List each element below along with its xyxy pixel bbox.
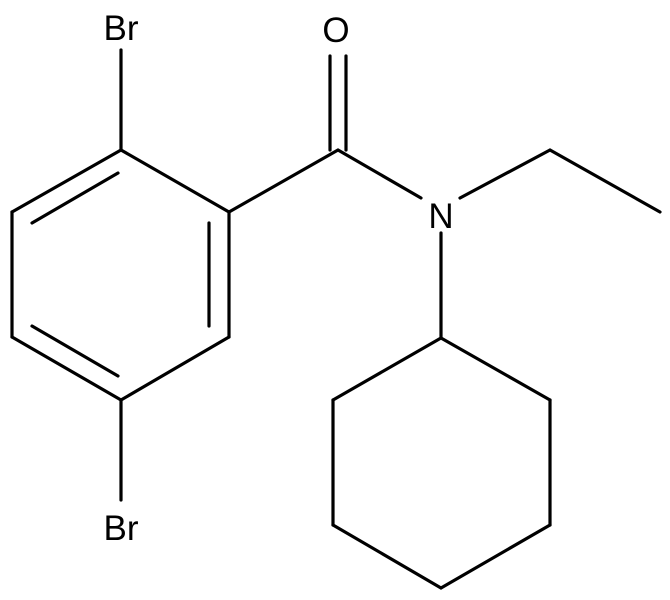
ring-bond-c4-c5-inner — [30, 324, 120, 378]
benzene-ring — [10, 148, 231, 402]
cyclo-bond-3 — [331, 523, 443, 590]
cyclo-bond-6 — [439, 336, 552, 402]
ring-bond-c2-c3-inner — [30, 171, 120, 225]
atom-label-oxygen: O — [322, 11, 349, 50]
ring-bond-c5-c6 — [119, 335, 231, 402]
cyclohexane-ring — [331, 336, 552, 590]
ring-bond-c4-c5 — [10, 335, 123, 402]
atom-label-nitrogen: N — [428, 197, 453, 236]
atom-label-br-top: Br — [104, 9, 139, 48]
atom-label-br-bottom: Br — [104, 509, 139, 548]
ring-bond-c2-c3 — [10, 148, 123, 214]
cyclo-bond-1 — [331, 336, 443, 402]
bond-carbonyl-n — [336, 148, 423, 200]
bond-ethyl-ch2-ch3 — [548, 148, 662, 214]
ring-bond-c1-c2 — [119, 148, 231, 214]
bond-n-ethyl-ch2 — [458, 148, 552, 200]
bond-c1-carbonyl — [227, 148, 340, 214]
cyclo-bond-4 — [439, 523, 552, 590]
